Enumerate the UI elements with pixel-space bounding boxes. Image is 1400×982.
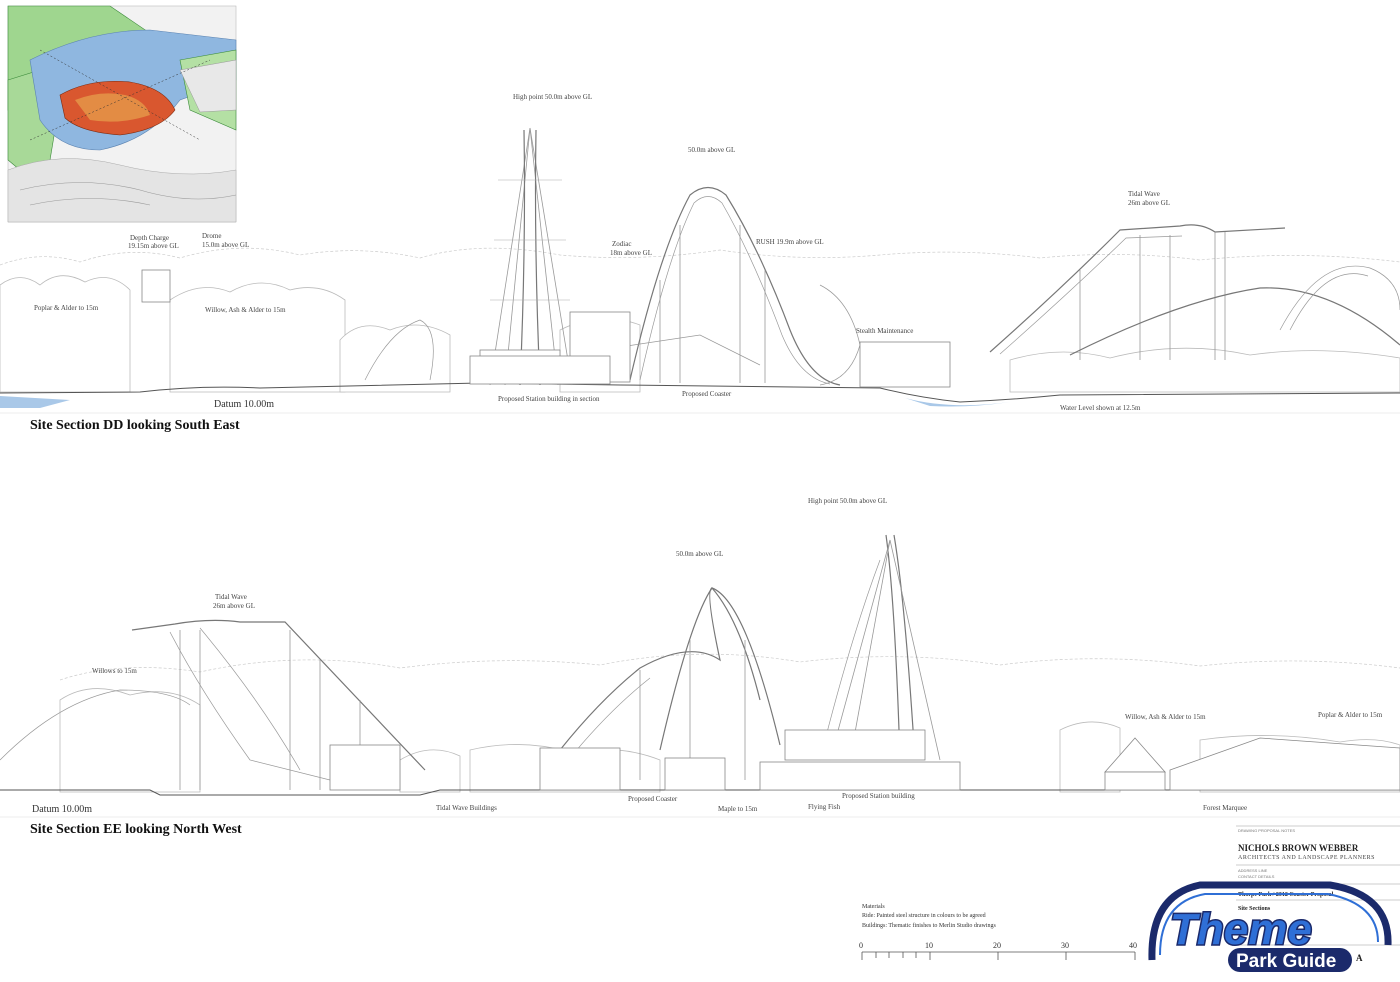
materials-notes: Materials Ride: Painted steel structure … xyxy=(862,904,997,929)
ee-ground-line xyxy=(0,789,1400,796)
ee-datum: Datum 10.00m xyxy=(32,804,92,815)
ee-label-proposed-station: Proposed Station building xyxy=(842,792,915,800)
firm-name: NICHOLS BROWN WEBBER xyxy=(1238,843,1359,853)
materials-heading: Materials xyxy=(862,904,885,910)
dd-section-title: Site Section DD looking South East xyxy=(30,418,240,433)
section-dd: Depth Charge 19.15m above GL Drome 15.0m… xyxy=(0,93,1400,433)
key-plan-map xyxy=(7,5,237,223)
dd-trees-mid xyxy=(339,324,451,393)
ee-high-point-tower xyxy=(759,534,961,791)
ee-label-coaster-peak: 50.0m above GL xyxy=(676,550,723,558)
ee-label-proposed-coaster: Proposed Coaster xyxy=(628,795,678,803)
materials-buildings: Buildings: Thematic finishes to Merlin S… xyxy=(862,922,997,929)
dd-station-building xyxy=(469,355,611,385)
dd-label-stealth: Stealth Maintenance xyxy=(856,327,913,335)
logo-park-guide-text: Park Guide xyxy=(1236,951,1336,972)
dd-label-rush: RUSH 19.9m above GL xyxy=(756,238,824,246)
dd-water-left xyxy=(0,396,70,408)
dd-label-zodiac-height: 18m above GL xyxy=(610,249,652,257)
dd-label-proposed-coaster: Proposed Coaster xyxy=(682,390,732,398)
dd-small-ride xyxy=(364,319,434,381)
scale-tick-0: 0 xyxy=(859,941,863,950)
dd-datum: Datum 10.00m xyxy=(214,399,274,410)
scale-tick-30: 30 xyxy=(1061,941,1069,950)
svg-text:CONTACT DETAILS: CONTACT DETAILS xyxy=(1238,874,1275,879)
dd-label-poplar: Poplar & Alder to 15m xyxy=(34,304,99,312)
dd-depth-charge-structure xyxy=(141,269,171,303)
ee-proposed-coaster-loop xyxy=(539,587,781,791)
logo-theme-text: Theme xyxy=(1170,905,1312,954)
dd-water-right xyxy=(905,398,1010,407)
ee-background-treeline xyxy=(59,653,1400,681)
dd-background-treeline xyxy=(0,247,1400,266)
materials-ride: Ride: Painted steel structure in colours… xyxy=(862,913,986,919)
ee-trees-left xyxy=(59,688,201,793)
ee-label-tidal-wave-height: 26m above GL xyxy=(213,602,255,610)
ee-label-forest-marquee: Forest Marquee xyxy=(1203,804,1247,812)
dd-proposed-coaster-loop xyxy=(569,186,951,388)
logo-badge xyxy=(1228,948,1352,972)
dd-label-station: Proposed Station building in section xyxy=(498,395,600,403)
ee-label-maple: Maple to 15m xyxy=(718,805,758,813)
dd-label-water-level: Water Level shown at 12.5m xyxy=(1060,404,1141,412)
ee-label-flying-fish: Flying Fish xyxy=(808,803,841,811)
dd-trees-right xyxy=(1009,347,1400,393)
svg-text:ADDRESS LINE: ADDRESS LINE xyxy=(1238,868,1268,873)
dd-label-depth-charge: Depth Charge xyxy=(130,234,169,242)
dd-label-drome-height: 15.0m above GL xyxy=(202,241,249,249)
ee-section-title: Site Section EE looking North West xyxy=(30,822,242,837)
ee-right-building xyxy=(1169,737,1400,791)
ee-label-poplar: Poplar & Alder to 15m xyxy=(1318,711,1383,719)
svg-text:DRAWING PROPOSAL NOTES: DRAWING PROPOSAL NOTES xyxy=(1238,828,1295,833)
scale-tick-10: 10 xyxy=(925,941,933,950)
dd-label-high-point: High point 50.0m above GL xyxy=(513,93,592,101)
dd-label-drome: Drome xyxy=(202,232,221,240)
dd-trees-left xyxy=(0,275,131,393)
ee-trees-mid xyxy=(399,749,461,793)
firm-subtitle: ARCHITECTS AND LANDSCAPE PLANNERS xyxy=(1238,855,1375,861)
drawing-name: Site Sections xyxy=(1238,906,1271,912)
dd-label-tidal-wave: Tidal Wave xyxy=(1128,190,1160,198)
scale-bar: 0 10 20 30 40 xyxy=(859,941,1137,960)
revision: A xyxy=(1356,953,1363,963)
ee-label-tidal-wave: Tidal Wave xyxy=(215,593,247,601)
ee-label-tidal-wave-buildings: Tidal Wave Buildings xyxy=(436,804,497,812)
scale-tick-40: 40 xyxy=(1129,941,1137,950)
dd-label-tidal-wave-height: 26m above GL xyxy=(1128,199,1170,207)
dd-label-depth-charge-height: 19.15m above GL xyxy=(128,242,179,250)
ee-label-high-point: High point 50.0m above GL xyxy=(808,497,887,505)
theme-park-guide-logo: Theme Park Guide xyxy=(1148,881,1392,972)
scale-tick-20: 20 xyxy=(993,941,1001,950)
dd-label-coaster-peak: 50.0m above GL xyxy=(688,146,735,154)
dd-high-point-tower xyxy=(479,127,573,386)
ee-label-willow-ash: Willow, Ash & Alder to 15m xyxy=(1125,713,1206,721)
dd-label-willow: Willow, Ash & Alder to 15m xyxy=(205,306,286,314)
ee-tidal-wave xyxy=(0,619,426,791)
dd-trees-mid-left xyxy=(169,282,346,393)
ee-forest-marquee-base xyxy=(1104,771,1166,791)
dd-tidal-wave xyxy=(989,224,1400,360)
logo-arc-icon xyxy=(1148,881,1392,961)
dd-ground-line xyxy=(0,382,1400,403)
section-ee: Tidal Wave 26m above GL Willows to 15m 5… xyxy=(0,497,1400,837)
ee-label-willows: Willows to 15m xyxy=(92,667,137,675)
dd-label-zodiac: Zodiac xyxy=(612,240,631,248)
